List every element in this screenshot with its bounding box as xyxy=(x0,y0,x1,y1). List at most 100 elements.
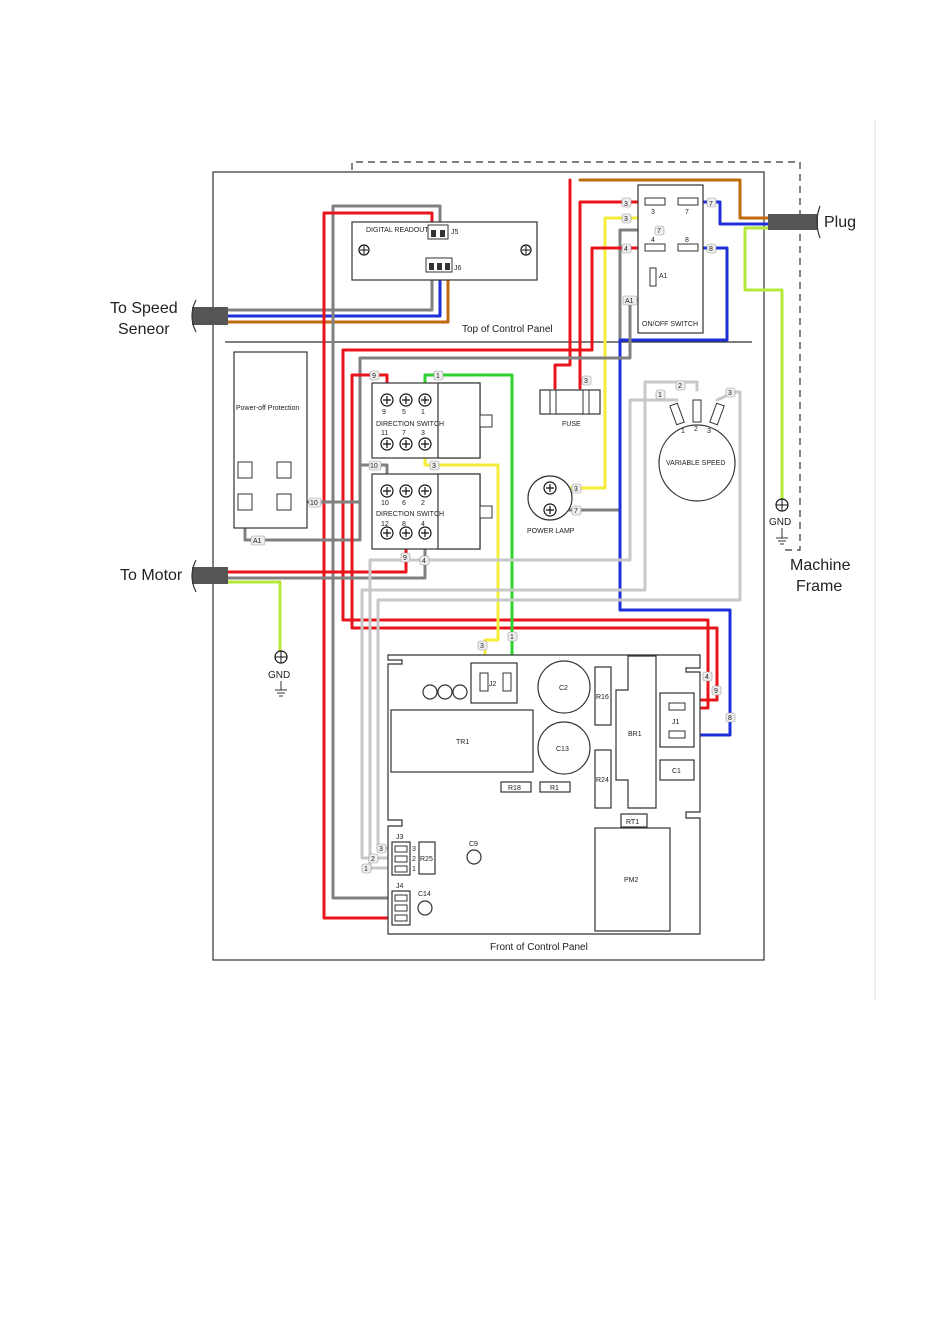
speed-sensor-label-1: To Speed xyxy=(110,300,178,317)
machine-frame-label-2: Frame xyxy=(796,578,842,595)
svg-text:7: 7 xyxy=(657,228,661,235)
pcb-c2: C2 xyxy=(537,660,591,714)
gnd-motor: GND xyxy=(268,650,290,697)
pcb-j3: J3 3 2 1 xyxy=(391,834,416,876)
wire-tag: 3 xyxy=(621,213,632,224)
pcb-r18: R18 xyxy=(500,781,532,793)
svg-text:3: 3 xyxy=(379,846,383,853)
j3-pin-1: 1 xyxy=(412,866,416,873)
onoff-pin-3: 3 xyxy=(651,209,655,216)
svg-text:4: 4 xyxy=(422,558,426,565)
tr1-label: TR1 xyxy=(456,739,469,746)
wire-tag: 10 xyxy=(368,460,382,471)
svg-text:7: 7 xyxy=(709,201,713,208)
motor-cable xyxy=(192,567,228,584)
power-lamp: POWER LAMP xyxy=(527,475,575,535)
svg-text:1: 1 xyxy=(658,392,662,399)
pcb-pm2: PM2 xyxy=(594,827,671,932)
wire-red-j5-j4 xyxy=(322,211,434,920)
wire-tag: 1 xyxy=(433,370,444,381)
j3-pin-3: 3 xyxy=(412,846,416,853)
svg-text:4: 4 xyxy=(705,674,709,681)
machine-frame-outline xyxy=(351,161,801,551)
wire-tag: 10 xyxy=(308,497,322,508)
r24-label: R24 xyxy=(596,777,609,784)
power-lamp-label: POWER LAMP xyxy=(527,528,575,535)
svg-text:8: 8 xyxy=(709,246,713,253)
pcb-r24: R24 xyxy=(594,749,612,809)
wire-tag: 7 xyxy=(571,505,582,516)
machine-frame-label-1: Machine xyxy=(790,557,851,574)
pcb-tr1: TR1 xyxy=(390,709,534,773)
dir-bot-pin-4: 4 xyxy=(421,521,425,528)
wire-blue-sensor xyxy=(223,270,442,318)
svg-text:2: 2 xyxy=(371,856,375,863)
wire-tag: 1 xyxy=(655,389,666,400)
dir-bot-pin-6: 6 xyxy=(402,500,406,507)
svg-text:3: 3 xyxy=(574,486,578,493)
j3-label: J3 xyxy=(396,834,404,841)
wire-red-plug-fuse xyxy=(553,178,572,390)
pcb-c14: C14 xyxy=(417,891,433,916)
wire-gray-dir10 xyxy=(283,463,389,504)
svg-text:8: 8 xyxy=(728,715,732,722)
c13-label: C13 xyxy=(556,746,569,753)
pcb-j4: J4 xyxy=(391,883,411,926)
wire-tag: 3 xyxy=(477,640,488,651)
wire-tag: 3 xyxy=(429,460,440,471)
wire-red-onoff4 xyxy=(341,246,710,710)
motor-label: To Motor xyxy=(120,567,183,584)
pm2-label: PM2 xyxy=(624,877,639,884)
svg-text:10: 10 xyxy=(370,463,378,470)
dir-top-label: DIRECTION SWITCH xyxy=(376,421,444,428)
wire-tag: 8 xyxy=(725,712,736,723)
onoff-pin-8: 8 xyxy=(685,237,689,244)
wire-tag: 7 xyxy=(706,197,717,208)
variable-speed: 1 2 3 VARIABLE SPEED xyxy=(658,399,736,502)
rt1-label: RT1 xyxy=(626,819,639,826)
c1-label: C1 xyxy=(672,768,681,775)
r1-label: R1 xyxy=(550,785,559,792)
onoff-a1-label: A1 xyxy=(659,273,668,280)
direction-switch-top: 9 5 1 DIRECTION SWITCH 11 7 3 xyxy=(371,382,493,459)
gnd-plug-label: GND xyxy=(769,517,791,528)
svg-text:9: 9 xyxy=(403,555,407,562)
wire-gray-sensor xyxy=(223,270,434,312)
j1-label: J1 xyxy=(672,719,680,726)
wire-orange-sensor xyxy=(223,270,450,324)
wire-tag: 4 xyxy=(702,671,713,682)
power-off-label: Power-off Protection xyxy=(236,405,299,412)
pcb-led-cluster xyxy=(422,684,468,700)
j5-label: J5 xyxy=(451,229,459,236)
svg-text:3: 3 xyxy=(728,390,732,397)
wire-tag: 9 xyxy=(369,370,380,381)
svg-text:7: 7 xyxy=(574,508,578,515)
svg-text:9: 9 xyxy=(372,373,376,380)
pcb-rt1: RT1 xyxy=(620,813,648,828)
wire-gnd-plug xyxy=(743,226,784,500)
fuse-label: FUSE xyxy=(562,421,581,428)
c9-label: C9 xyxy=(469,841,478,848)
wire-tag: 1 xyxy=(507,631,518,642)
digital-readout-label: DIGITAL READOUT xyxy=(366,227,429,234)
speed-sensor-label-2: Seneor xyxy=(118,321,170,338)
wire-tag: 3 xyxy=(621,197,632,208)
wire-tag: 3 xyxy=(725,387,736,398)
pcb-r1: R1 xyxy=(539,781,571,793)
j4-label: J4 xyxy=(396,883,404,890)
wire-tag: 8 xyxy=(706,243,717,254)
svg-text:A1: A1 xyxy=(625,298,634,305)
dir-bot-pin-10: 10 xyxy=(381,500,389,507)
top-panel-label: Top of Control Panel xyxy=(462,324,553,335)
gnd-motor-label: GND xyxy=(268,670,290,681)
pcb-r25: R25 xyxy=(418,841,436,875)
sensor-cable xyxy=(192,307,228,325)
pcb-r16: R16 xyxy=(594,666,612,726)
svg-text:3: 3 xyxy=(624,216,628,223)
svg-text:1: 1 xyxy=(510,634,514,641)
svg-text:1: 1 xyxy=(364,866,368,873)
svg-text:10: 10 xyxy=(310,500,318,507)
onoff-switch: 3 7 4 8 A1 ON/OFF SWITCH xyxy=(637,184,704,334)
wire-tag: 3 xyxy=(571,483,582,494)
svg-text:1: 1 xyxy=(436,373,440,380)
